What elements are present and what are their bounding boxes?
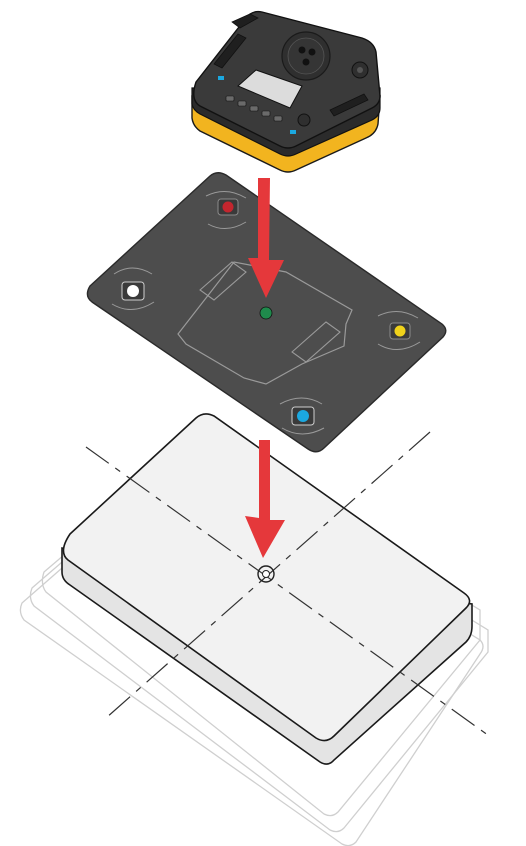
device	[192, 12, 380, 172]
marker-green	[260, 307, 272, 319]
marker-white	[122, 282, 144, 300]
marker-yellow	[390, 323, 410, 339]
marker-cyan	[292, 407, 314, 425]
marker-red	[218, 199, 238, 215]
